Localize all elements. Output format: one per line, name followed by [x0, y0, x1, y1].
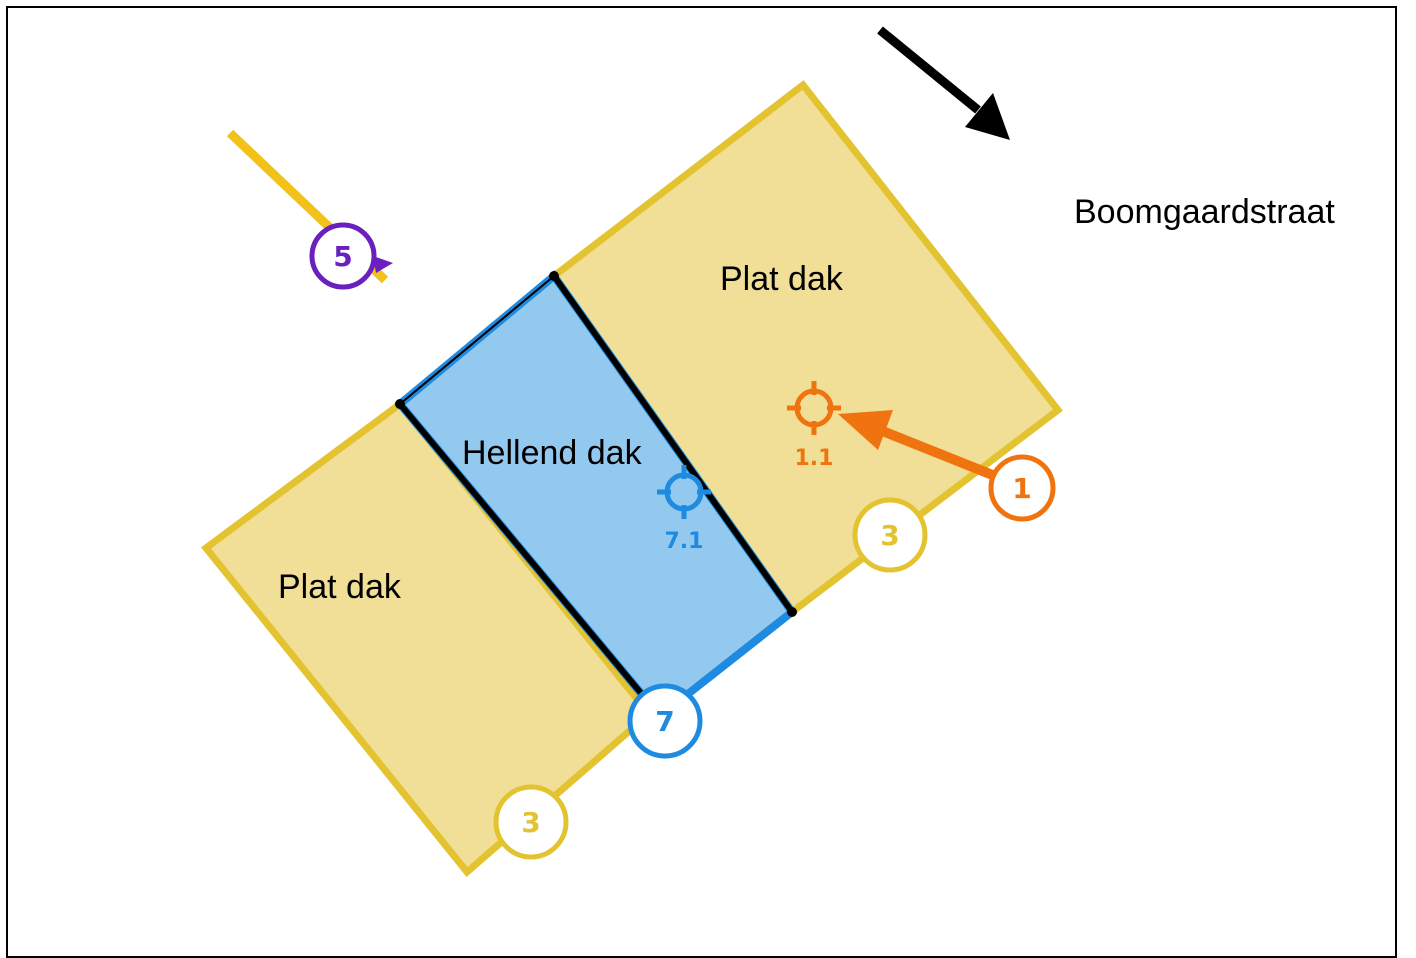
- badge-3-lower-number: 3: [521, 806, 540, 839]
- badge-5-pointer-icon: [373, 256, 393, 273]
- marker-1-1-number: 1.1: [795, 446, 834, 471]
- badge-3-upper-number: 3: [880, 519, 899, 552]
- arrow-1-head-icon: [838, 410, 893, 450]
- roof-left-flat[interactable]: [200, 399, 654, 878]
- marker-7-1-number: 7.1: [665, 529, 704, 554]
- crosshair-icon: [787, 381, 841, 435]
- badge-3-upper[interactable]: 3: [852, 497, 928, 573]
- marker-7-1[interactable]: 7.1: [657, 465, 711, 554]
- roof-right-label: Plat dak: [720, 260, 844, 298]
- marker-1-1[interactable]: 1.1: [787, 381, 841, 471]
- direction-arrow-icon: [877, 26, 1010, 140]
- arrow-1-line: [878, 425, 1002, 483]
- badge-3-lower[interactable]: 3: [493, 784, 569, 860]
- roof-left-label: Plat dak: [278, 568, 402, 606]
- crosshair-icon: [657, 465, 711, 519]
- badge-5[interactable]: 5: [309, 222, 377, 290]
- badge-1-number: 1: [1012, 472, 1031, 505]
- badge-1[interactable]: 1: [988, 454, 1056, 522]
- badge-5-number: 5: [333, 240, 352, 273]
- badge-7[interactable]: 7: [627, 683, 703, 759]
- street-label: Boomgaardstraat: [1074, 193, 1335, 231]
- roof-middle-label: Hellend dak: [462, 434, 643, 472]
- badge-7-number: 7: [655, 705, 674, 738]
